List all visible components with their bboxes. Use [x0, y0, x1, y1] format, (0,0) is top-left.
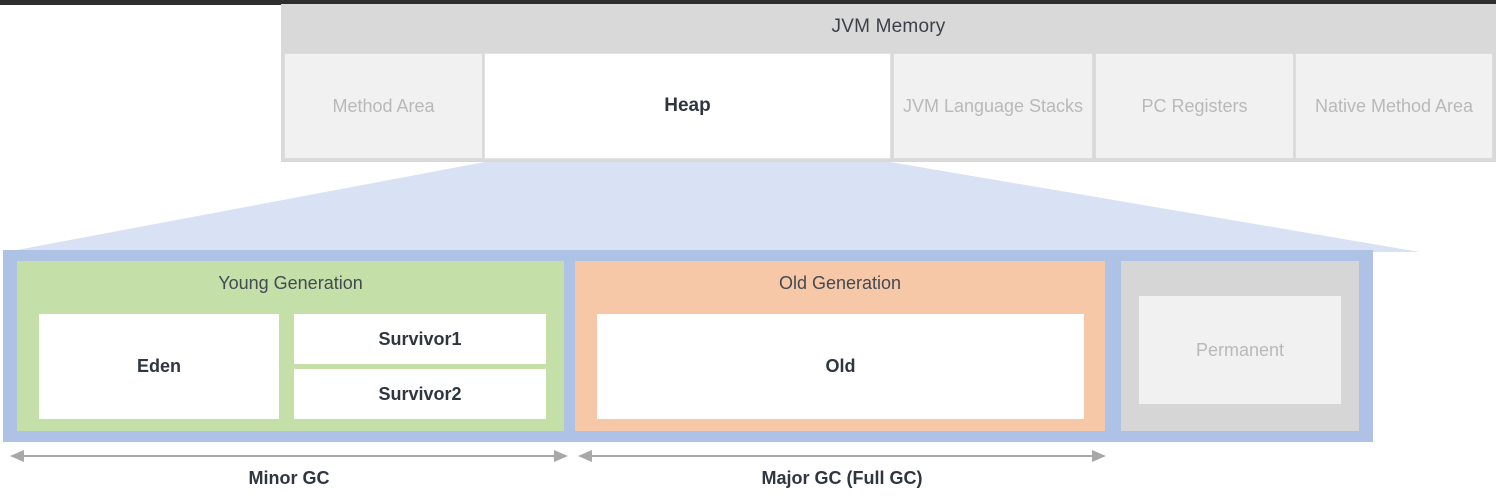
major-gc-label: Major GC (Full GC) — [761, 468, 923, 488]
survivor2-space[interactable]: Survivor2 — [294, 369, 546, 419]
old-space[interactable]: Old — [597, 314, 1084, 419]
funnel-shape — [6, 162, 1420, 252]
memory-region-native-method-area[interactable]: Native Method Area — [1295, 53, 1493, 159]
permanent-space[interactable]: Permanent — [1139, 296, 1341, 404]
memory-region-method-area[interactable]: Method Area — [284, 53, 483, 159]
young-generation-box[interactable]: Young Generation Eden Survivor1 Survivor… — [17, 261, 564, 431]
heap-expansion-funnel — [0, 162, 1496, 254]
jvm-memory-panel: JVM Memory Method Area Heap JVM Language… — [281, 4, 1496, 162]
eden-space[interactable]: Eden — [39, 314, 279, 419]
minor-gc-double-arrow-icon — [10, 450, 568, 462]
young-generation-title: Young Generation — [218, 272, 363, 293]
memory-region-jvm-language-stacks[interactable]: JVM Language Stacks — [893, 53, 1093, 159]
major-gc-range: Major GC (Full GC) — [578, 446, 1106, 502]
jvm-memory-regions-row: Method Area Heap JVM Language Stacks PC … — [281, 50, 1496, 162]
minor-gc-range: Minor GC — [10, 446, 568, 502]
permanent-generation-box[interactable]: Permanent — [1121, 261, 1359, 431]
heap-detail-panel: Young Generation Eden Survivor1 Survivor… — [3, 250, 1373, 442]
survivor1-space[interactable]: Survivor1 — [294, 314, 546, 364]
minor-gc-label: Minor GC — [248, 468, 330, 488]
old-generation-box[interactable]: Old Generation Old — [575, 261, 1105, 431]
old-generation-title: Old Generation — [778, 272, 902, 293]
memory-region-heap[interactable]: Heap — [484, 53, 891, 159]
jvm-memory-title: JVM Memory — [831, 16, 946, 37]
major-gc-double-arrow-icon — [578, 450, 1106, 462]
memory-region-pc-registers[interactable]: PC Registers — [1095, 53, 1294, 159]
top-toolbar-strip — [0, 0, 1496, 5]
